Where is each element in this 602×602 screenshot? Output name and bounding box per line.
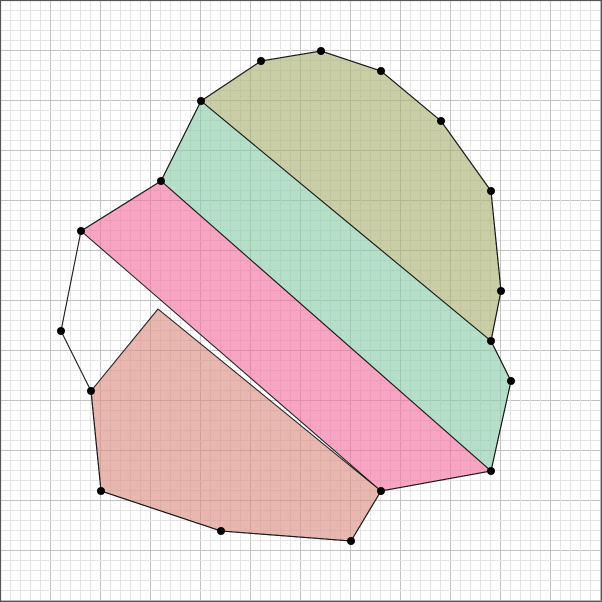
vertex-dot: [377, 487, 385, 495]
vertex-dot: [437, 117, 445, 125]
vertex-dot: [487, 467, 495, 475]
vertex-dot: [497, 287, 505, 295]
vertex-dot: [157, 177, 165, 185]
vertex-dot: [87, 387, 95, 395]
vertex-dot: [317, 47, 325, 55]
vertex-layer: [57, 47, 515, 545]
vertex-dot: [507, 377, 515, 385]
vertex-dot: [487, 187, 495, 195]
vertex-dot: [57, 327, 65, 335]
vertex-dot: [347, 537, 355, 545]
vertex-dot: [487, 337, 495, 345]
vertex-dot: [77, 227, 85, 235]
vertex-dot: [197, 97, 205, 105]
vertex-dot: [377, 67, 385, 75]
vertex-dot: [257, 57, 265, 65]
vertex-dot: [217, 527, 225, 535]
vertex-dot: [97, 487, 105, 495]
